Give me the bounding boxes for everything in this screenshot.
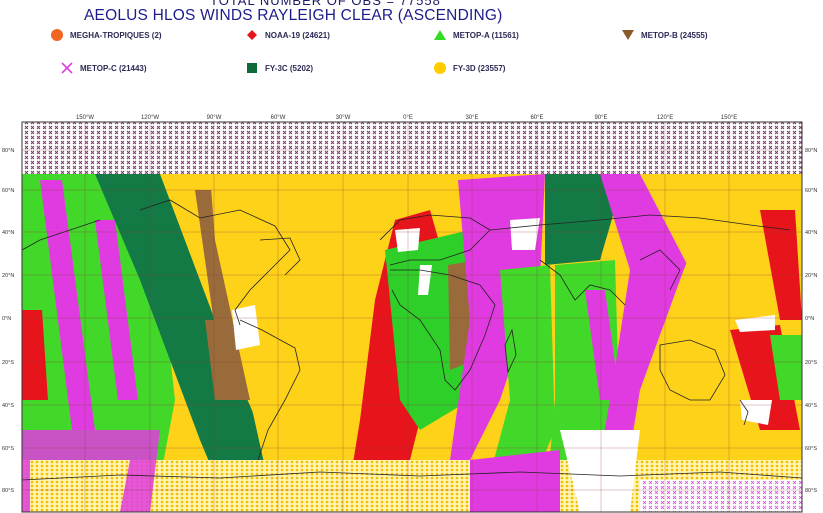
legend-label: METOP-C (21443) [80, 63, 147, 73]
coastlines [22, 199, 802, 481]
legend-metop-a: METOP-A (11561) [433, 29, 519, 41]
lat-tick-label: 0°N [805, 316, 814, 322]
lat-tick-label: 60°S [2, 446, 14, 452]
triangle-up-icon [433, 29, 447, 41]
legend-label: METOP-B (24555) [641, 30, 708, 40]
circle-icon [50, 29, 64, 41]
lat-tick-label: 80°N [805, 148, 817, 154]
lon-tick-label: 120°W [141, 115, 159, 121]
map-title: AEOLUS HLOS WINDS RAYLEIGH CLEAR (ASCEND… [84, 7, 503, 24]
legend-fy-3d: FY-3D (23557) [433, 62, 505, 74]
legend-metop-c: METOP-C (21443) [60, 62, 147, 74]
longitude-labels: 150°W 120°W 90°W 60°W 30°W 0°E 30°E 60°E… [76, 115, 737, 121]
lon-tick-label: 60°W [271, 115, 286, 121]
lon-tick-label: 30°W [336, 115, 351, 121]
lat-tick-label: 20°N [2, 273, 14, 279]
legend-label: NOAA-19 (24621) [265, 30, 330, 40]
cross-icon [60, 62, 74, 74]
legend-label: FY-3C (5202) [265, 63, 314, 73]
legend-label: MEGHA-TROPIQUES (2) [70, 30, 162, 40]
legend-noaa-19: NOAA-19 (24621) [245, 29, 330, 41]
lat-tick-label: 40°S [805, 403, 817, 409]
lat-tick-label: 80°N [2, 148, 14, 154]
lon-tick-label: 120°E [657, 115, 673, 121]
world-map-svg: 150°W 120°W 90°W 60°W 30°W 0°E 30°E 60°E… [2, 115, 817, 513]
lat-tick-label: 40°N [2, 230, 14, 236]
lon-tick-label: 60°E [530, 115, 543, 121]
lat-tick-label: 20°N [805, 273, 817, 279]
lat-tick-label: 60°S [805, 446, 817, 452]
world-map-panel: 150°W 120°W 90°W 60°W 30°W 0°E 30°E 60°E… [0, 100, 823, 513]
lon-tick-label: 90°W [207, 115, 222, 121]
diamond-icon [245, 29, 259, 41]
triangle-down-icon [621, 29, 635, 41]
lat-tick-label: 60°N [2, 188, 14, 194]
title-total-obs-partial: TOTAL NUMBER OF OBS = 77558 [210, 0, 441, 8]
legend-label: FY-3D (23557) [453, 63, 506, 73]
lat-tick-label: 0°N [2, 316, 11, 322]
graticule [22, 122, 802, 512]
legend-label: METOP-A (11561) [453, 30, 519, 40]
legend: MEGHA-TROPIQUES (2) NOAA-19 (24621) METO… [0, 0, 823, 90]
circle-icon [433, 62, 447, 74]
lat-tick-label: 80°S [2, 488, 14, 494]
lat-tick-label: 20°S [805, 360, 817, 366]
lat-tick-label: 40°S [2, 403, 14, 409]
lat-tick-label: 60°N [805, 188, 817, 194]
observation-swaths [22, 122, 802, 512]
map-frame [21, 121, 803, 513]
legend-fy-3c: FY-3C (5202) [245, 62, 313, 74]
latitude-labels-left: 80°N 60°N 40°N 20°N 0°N 20°S 40°S 60°S 8… [2, 148, 14, 494]
lon-tick-label: 150°W [76, 115, 94, 121]
legend-metop-b: METOP-B (24555) [621, 29, 708, 41]
lat-tick-label: 80°S [805, 488, 817, 494]
legend-megha-tropiques: MEGHA-TROPIQUES (2) [50, 29, 162, 41]
lon-tick-label: 0°E [403, 115, 413, 121]
lon-tick-label: 150°E [721, 115, 737, 121]
square-icon [245, 62, 259, 74]
lon-tick-label: 90°E [594, 115, 607, 121]
lat-tick-label: 40°N [805, 230, 817, 236]
latitude-labels-right: 80°N 60°N 40°N 20°N 0°N 20°S 40°S 60°S 8… [805, 148, 817, 494]
lat-tick-label: 20°S [2, 360, 14, 366]
lon-tick-label: 30°E [465, 115, 478, 121]
